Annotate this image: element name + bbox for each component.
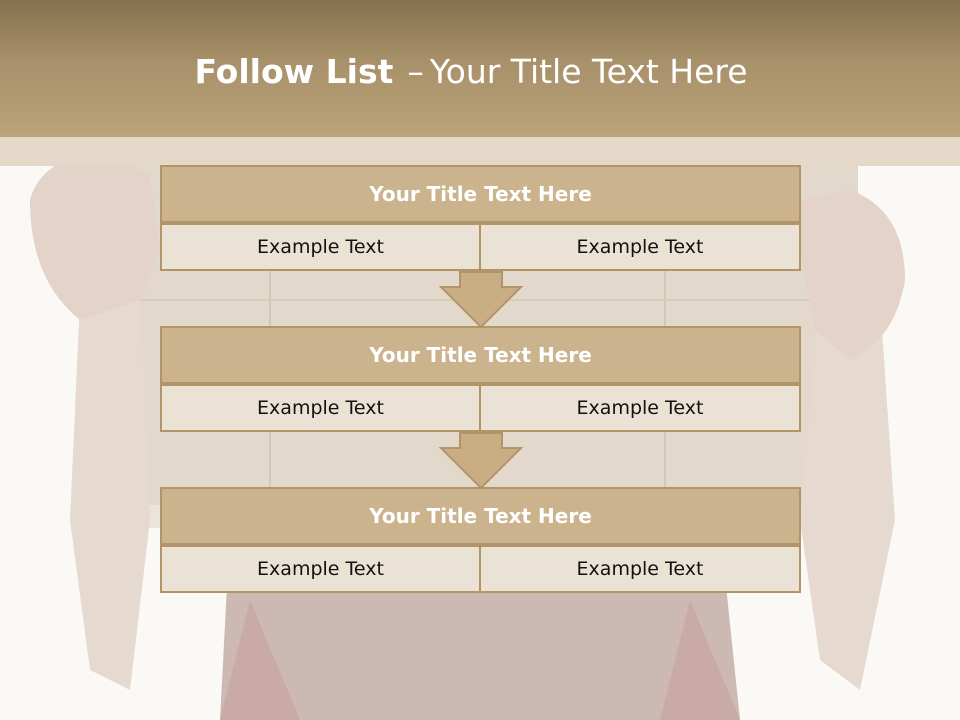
step-title: Your Title Text Here — [160, 165, 801, 223]
header-bar — [0, 0, 960, 137]
step-cell-right: Example Text — [479, 223, 801, 271]
step-cell-right: Example Text — [479, 545, 801, 593]
slide-title-rest: Your Title Text Here — [429, 52, 748, 91]
step-block-1: Your Title Text Here Example Text Exampl… — [160, 165, 801, 271]
down-arrow-icon — [438, 432, 524, 490]
header-strip — [0, 137, 960, 166]
step-block-3: Your Title Text Here Example Text Exampl… — [160, 487, 801, 593]
down-arrow-icon — [438, 271, 524, 329]
step-cell-left: Example Text — [160, 223, 481, 271]
step-title: Your Title Text Here — [160, 487, 801, 545]
slide-title-bold: Follow List — [194, 52, 394, 91]
slide-title: Follow List–Your Title Text Here — [0, 52, 942, 91]
step-cell-right: Example Text — [479, 384, 801, 432]
step-title: Your Title Text Here — [160, 326, 801, 384]
step-block-2: Your Title Text Here Example Text Exampl… — [160, 326, 801, 432]
step-cell-left: Example Text — [160, 384, 481, 432]
slide-title-separator: – — [407, 52, 424, 91]
step-cell-left: Example Text — [160, 545, 481, 593]
